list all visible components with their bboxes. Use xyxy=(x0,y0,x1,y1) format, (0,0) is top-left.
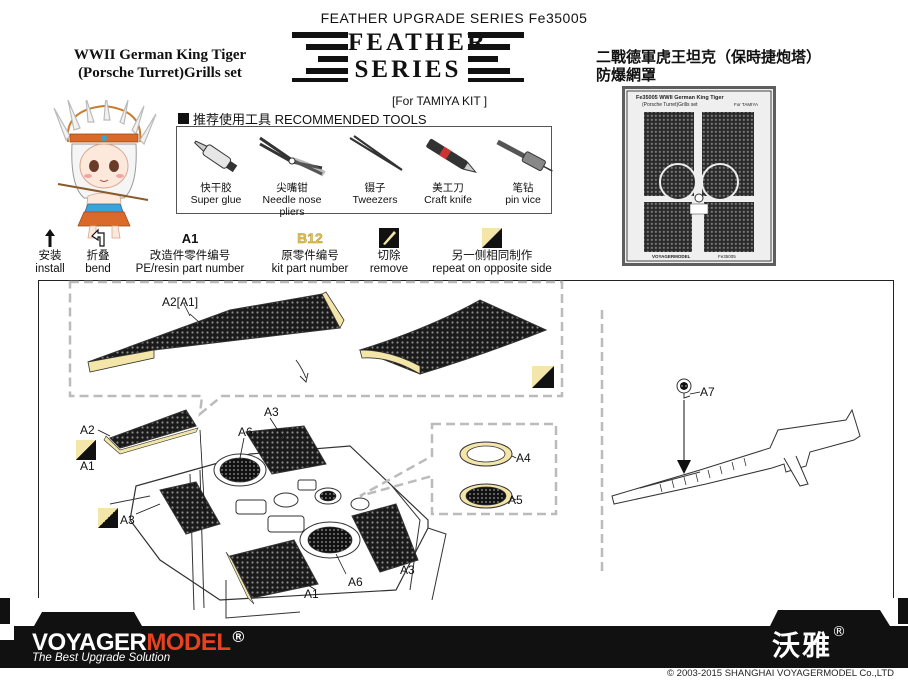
remove-knife-icon xyxy=(379,228,399,248)
tool-super-glue: 快干胶 Super glue xyxy=(176,130,256,206)
callout-a1-bottom: A1 xyxy=(304,587,319,601)
callout-a1-left: A1 xyxy=(80,459,95,473)
callout-a6-bottom: A6 xyxy=(348,575,363,589)
opposite-cn: 另一侧相同制作 xyxy=(451,250,533,262)
opposite-side-icon xyxy=(482,228,502,248)
tool-tweezers: 镊子 Tweezers xyxy=(335,130,415,206)
callout-a4: A4 xyxy=(516,451,531,465)
logo-accent: MODEL xyxy=(146,629,231,656)
photo-etch-sheet: Fe35005 WWII German King Tiger (Porsche … xyxy=(622,86,776,266)
cn-brand-reg: ® xyxy=(832,624,849,640)
title-en-line1: WWII German King Tiger xyxy=(73,47,247,63)
callout-a3-opposite-icon xyxy=(98,508,118,528)
tool-cn: 尖嘴钳 xyxy=(276,182,308,194)
tool-en: pin vice xyxy=(505,194,541,206)
logo-main: VOYAGER xyxy=(32,629,147,656)
tools-heading: 推荐使用工具 RECOMMENDED TOOLS xyxy=(178,109,427,128)
tool-en: Super glue xyxy=(190,194,242,206)
callout-a3-right: A3 xyxy=(400,563,415,577)
pe-en: PE/resin part number xyxy=(135,263,245,275)
legend-remove: 切除 remove xyxy=(364,228,414,276)
mascot-illustration xyxy=(53,100,157,239)
tool-cn: 快干胶 xyxy=(200,182,232,194)
logo-word-series: SERIES xyxy=(354,56,462,83)
callout-a3-left: A3 xyxy=(120,513,135,527)
kit-en: kit part number xyxy=(271,263,349,275)
legend-bend: 折叠 bend xyxy=(76,228,120,276)
tool-en: Needle nose pliers xyxy=(262,194,322,218)
remove-cn: 切除 xyxy=(377,250,401,262)
kit-cn: 原零件编号 xyxy=(281,250,339,262)
series-line: FEATHER UPGRADE SERIES Fe35005 xyxy=(320,10,588,26)
tool-en: Tweezers xyxy=(352,194,398,206)
cn-brand-text: 沃雅 xyxy=(772,629,833,662)
bend-en: bend xyxy=(85,263,111,275)
pe-cn: 改造件零件编号 xyxy=(149,250,231,262)
pin-vice-icon xyxy=(496,139,553,172)
callout-a2: A2 xyxy=(80,423,95,437)
feather-series-logo: FEATHER SERIES xyxy=(292,28,524,84)
bend-arrow-icon xyxy=(91,228,105,247)
title-en-line2: (Porsche Turret)Grills set xyxy=(78,65,242,81)
sheet-line1: Fe35005 WWII German King Tiger xyxy=(636,95,724,101)
voyagermodel-logo: VOYAGERMODEL® xyxy=(32,629,244,657)
title-chinese: 二戰德軍虎王坦克（保時捷炮塔） 防爆網罩 xyxy=(596,48,886,84)
tool-en: Craft knife xyxy=(424,194,472,206)
tool-craft-knife: 美工刀 Craft knife xyxy=(408,130,488,206)
legend-install: 安装 install xyxy=(30,228,70,276)
callout-a5: A5 xyxy=(508,493,523,507)
footer-cn-brand: 沃雅® xyxy=(772,624,848,664)
title-cn-line1: 二戰德軍虎王坦克（保時捷炮塔） xyxy=(596,48,822,66)
logo-left-bars-icon xyxy=(292,28,348,84)
tweezers-icon xyxy=(349,135,403,171)
legend-opposite-side: 另一侧相同制作 repeat on opposite side xyxy=(424,228,560,276)
callout-a7: A7 xyxy=(700,385,715,399)
sheet-brand: VOYAGERMODEL xyxy=(652,254,691,259)
logo-word-feather: FEATHER xyxy=(348,29,488,56)
tool-cn: 美工刀 xyxy=(432,182,464,194)
title-cn-line2: 防爆網罩 xyxy=(596,66,657,84)
super-glue-icon xyxy=(194,140,238,173)
copyright: © 2003-2015 SHANGHAI VOYAGERMODEL Co.,LT… xyxy=(667,668,894,679)
title-english: WWII German King Tiger (Porsche Turret)G… xyxy=(40,46,280,82)
sheet-product-code: Fe35005 xyxy=(718,254,736,259)
remove-en: remove xyxy=(369,263,409,275)
callout-a6-top: A6 xyxy=(238,425,253,439)
install-arrow-icon xyxy=(45,229,55,247)
callout-a2-a1: A2[A1] xyxy=(162,295,199,309)
bullet-square-icon xyxy=(178,113,189,124)
tool-cn: 笔钻 xyxy=(512,182,534,194)
install-cn: 安装 xyxy=(38,250,62,262)
kit-note: [For TAMIYA KIT ] xyxy=(392,94,488,108)
assembly-area-frame xyxy=(38,280,894,598)
bend-cn: 折叠 xyxy=(86,250,110,262)
sheet-line2: (Porsche Turret)Grills set xyxy=(642,102,698,108)
callout-a3-top: A3 xyxy=(264,405,279,419)
tool-cn: 镊子 xyxy=(364,182,386,194)
legend-kit-part: B12 原零件编号 kit part number xyxy=(262,228,358,276)
install-en: install xyxy=(35,263,65,275)
pliers-icon xyxy=(259,136,326,177)
craft-knife-icon xyxy=(426,138,478,173)
sheet-line3: For TAMIYA xyxy=(734,102,758,107)
logo-right-bars-icon xyxy=(468,28,524,84)
callout-a2-opposite-icon xyxy=(76,440,96,460)
logo-reg: ® xyxy=(232,629,245,646)
tools-heading-text: 推荐使用工具 RECOMMENDED TOOLS xyxy=(193,112,427,127)
pe-code-sample: A1 xyxy=(181,230,199,246)
footer-slogan: The Best Upgrade Solution xyxy=(32,652,171,664)
legend-pe-part: A1 改造件零件编号 PE/resin part number xyxy=(126,228,254,276)
tool-pin-vice: 笔钻 pin vice xyxy=(483,130,563,206)
tool-pliers: 尖嘴钳 Needle nose pliers xyxy=(252,130,332,218)
opposite-en: repeat on opposite side xyxy=(432,263,552,275)
kit-code-sample: B12 xyxy=(297,229,323,246)
